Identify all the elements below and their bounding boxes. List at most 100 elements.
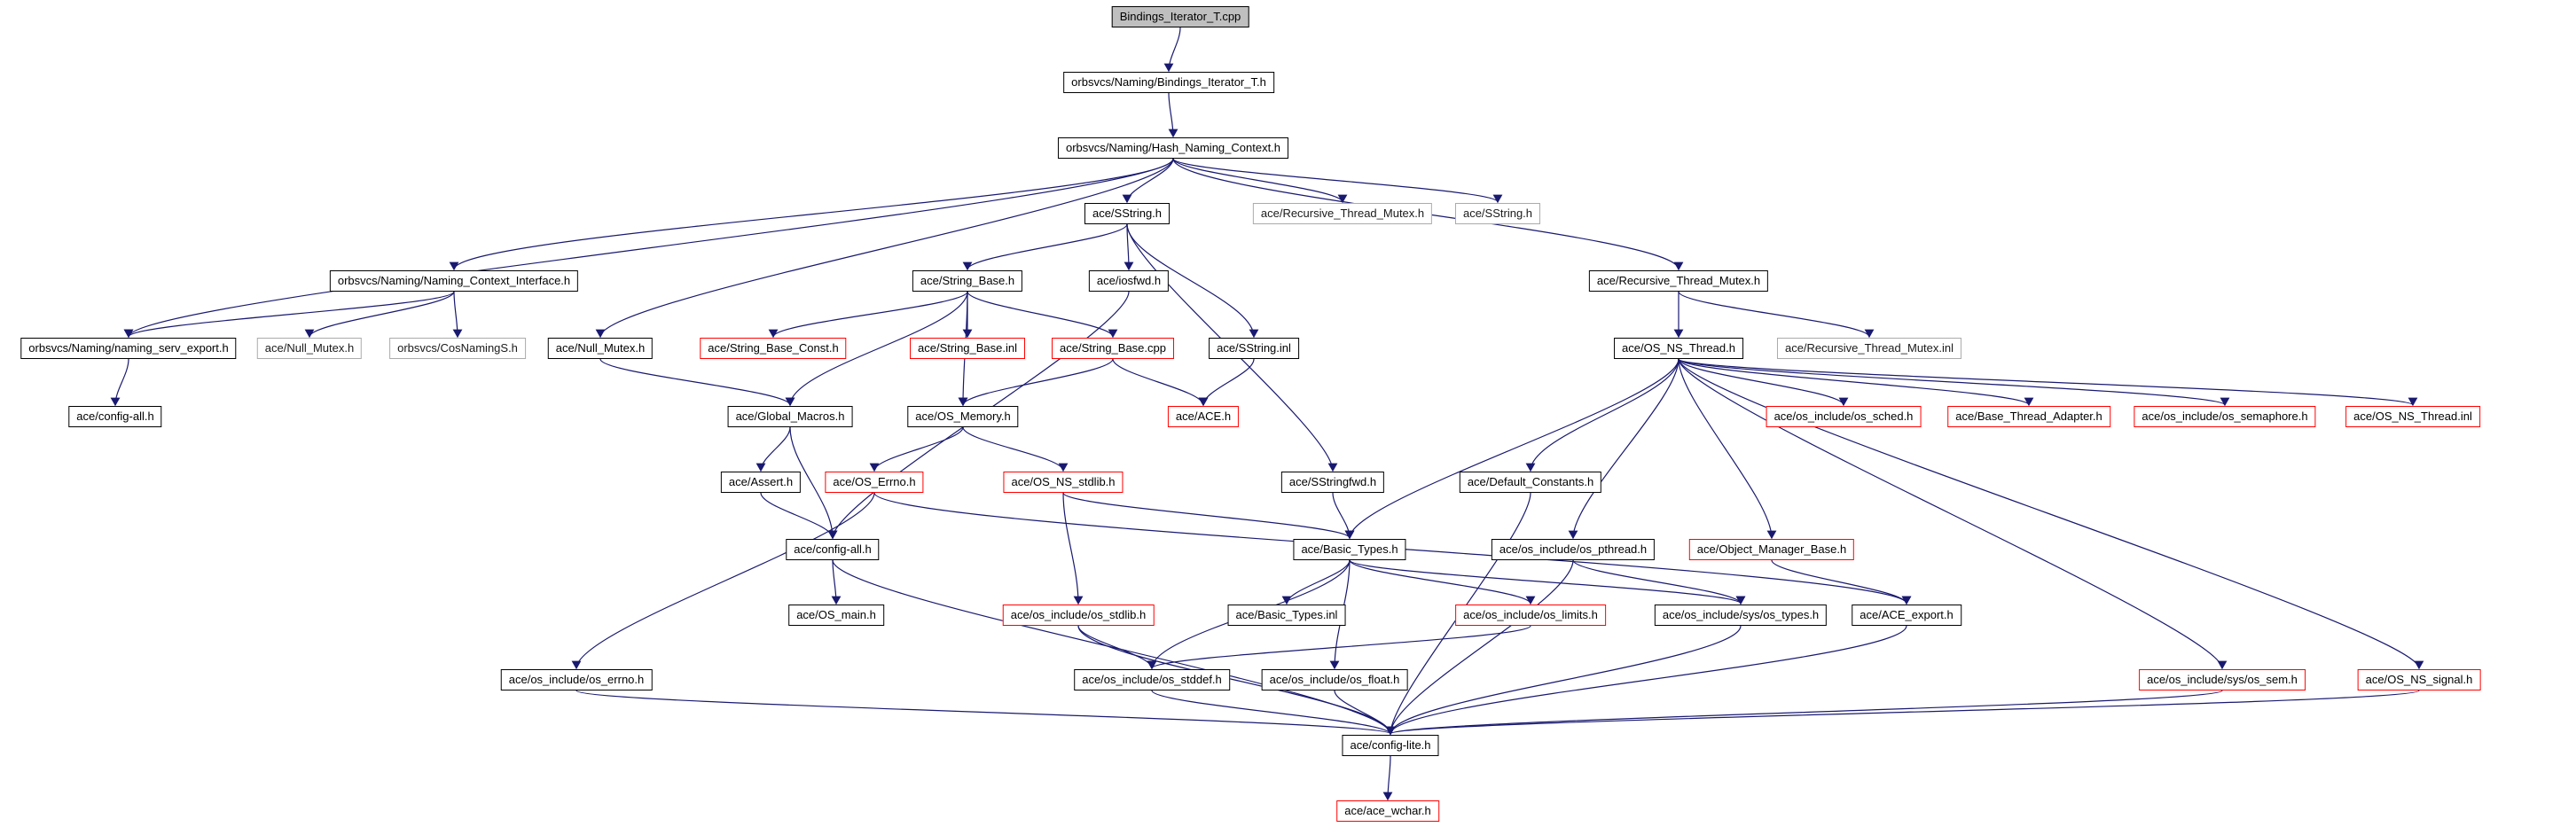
- graph-node-ace-os-main-h[interactable]: ace/OS_main.h: [788, 605, 884, 626]
- graph-node-ace-os-include-os-errno-h[interactable]: ace/os_include/os_errno.h: [500, 669, 653, 690]
- graph-node-ace-base-thread-adapter-h[interactable]: ace/Base_Thread_Adapter.h: [1947, 406, 2110, 427]
- edge-n48-n49: [1386, 690, 2420, 736]
- edge-n19-n26: [1678, 358, 2034, 407]
- edge-n19-n37: [1678, 358, 1777, 540]
- graph-node-orbsvcs-naming-bindings-iterator-t-h[interactable]: orbsvcs/Naming/Bindings_Iterator_T.h: [1063, 72, 1274, 93]
- edge-n03-n14: [595, 158, 1174, 339]
- edge-n49-n50: [1382, 755, 1393, 801]
- graph-node-ace-recursive-thread-mutex-h[interactable]: ace/Recursive_Thread_Mutex.h: [1252, 203, 1433, 224]
- edge-n23-n30: [869, 426, 964, 472]
- graph-node-ace-config-all-h[interactable]: ace/config-all.h: [786, 539, 880, 560]
- graph-node-ace-default-constants-h[interactable]: ace/Default_Constants.h: [1459, 472, 1602, 493]
- graph-node-orbsvcs-cosnamings-h[interactable]: orbsvcs/CosNamingS.h: [389, 338, 526, 359]
- graph-node-ace-iosfwd-h[interactable]: ace/iosfwd.h: [1088, 270, 1170, 292]
- graph-node-ace-assert-h[interactable]: ace/Assert.h: [720, 472, 802, 493]
- edge-n03-n06: [1172, 158, 1503, 204]
- edge-n18-n24: [1198, 358, 1255, 407]
- edge-n41-n45: [1147, 625, 1531, 670]
- edge-n30-n44: [571, 492, 875, 670]
- edge-n36-n49: [1385, 559, 1574, 736]
- edge-n47-n49: [1386, 690, 2223, 736]
- graph-node-ace-os-include-os-limits-h[interactable]: ace/os_include/os_limits.h: [1455, 605, 1606, 626]
- edge-n19-n33: [1525, 358, 1679, 472]
- graph-node-ace-config-all-h[interactable]: ace/config-all.h: [68, 406, 162, 427]
- graph-node-ace-os-include-os-stddef-h[interactable]: ace/os_include/os_stddef.h: [1074, 669, 1230, 690]
- graph-node-ace-os-include-os-pthread-h[interactable]: ace/os_include/os_pthread.h: [1491, 539, 1656, 560]
- graph-node-ace-object-manager-base-h[interactable]: ace/Object_Manager_Base.h: [1688, 539, 1855, 560]
- graph-node-ace-os-include-sys-os-types-h[interactable]: ace/os_include/sys/os_types.h: [1654, 605, 1828, 626]
- edge-n35-n42: [1349, 559, 1746, 605]
- graph-node-ace-string-base-inl[interactable]: ace/String_Base.inl: [909, 338, 1026, 359]
- edge-n19-n25: [1678, 358, 1849, 407]
- graph-node-ace-recursive-thread-mutex-h[interactable]: ace/Recursive_Thread_Mutex.h: [1588, 270, 1769, 292]
- graph-node-ace-ace-export-h[interactable]: ace/ACE_export.h: [1852, 605, 1961, 626]
- graph-node-ace-os-ns-stdlib-h[interactable]: ace/OS_NS_stdlib.h: [1003, 472, 1124, 493]
- graph-node-ace-null-mutex-h[interactable]: ace/Null_Mutex.h: [256, 338, 363, 359]
- edge-n08-n17: [967, 291, 1118, 339]
- graph-node-ace-global-macros-h[interactable]: ace/Global_Macros.h: [727, 406, 853, 427]
- graph-node-ace-recursive-thread-mutex-inl[interactable]: ace/Recursive_Thread_Mutex.inl: [1776, 338, 1962, 359]
- edge-n34-n38: [831, 559, 842, 605]
- graph-node-ace-string-base-const-h[interactable]: ace/String_Base_Const.h: [700, 338, 847, 359]
- edge-n02-n03: [1168, 92, 1178, 138]
- graph-node-ace-basic-types-inl[interactable]: ace/Basic_Types.inl: [1227, 605, 1346, 626]
- graph-node-ace-ace-wchar-h[interactable]: ace/ace_wchar.h: [1336, 800, 1439, 822]
- edge-n19-n47: [1678, 358, 2228, 670]
- graph-node-ace-string-base-h[interactable]: ace/String_Base.h: [912, 270, 1023, 292]
- edge-n22-n34: [789, 426, 838, 540]
- graph-node-orbsvcs-naming-hash-naming-context-h[interactable]: orbsvcs/Naming/Hash_Naming_Context.h: [1057, 137, 1289, 159]
- graph-node-ace-sstring-h[interactable]: ace/SString.h: [1084, 203, 1171, 224]
- edge-n31-n39: [1062, 492, 1084, 605]
- edge-n35-n40: [1281, 559, 1351, 605]
- edge-n19-n35: [1344, 358, 1679, 540]
- graph-node-ace-ace-h[interactable]: ace/ACE.h: [1167, 406, 1240, 427]
- graph-node-ace-os-include-os-sched-h[interactable]: ace/os_include/os_sched.h: [1766, 406, 1922, 427]
- graph-node-orbsvcs-naming-naming-context-interface-h[interactable]: orbsvcs/Naming/Naming_Context_Interface.…: [329, 270, 579, 292]
- edge-n22-n29: [756, 426, 791, 472]
- edge-n17-n23: [958, 358, 1114, 407]
- edge-n07-n12: [304, 291, 455, 339]
- graph-node-ace-os-ns-thread-h[interactable]: ace/OS_NS_Thread.h: [1614, 338, 1743, 359]
- edge-n44-n49: [575, 690, 1395, 736]
- graph-node-ace-os-include-os-semaphore-h[interactable]: ace/os_include/os_semaphore.h: [2134, 406, 2316, 427]
- graph-node-ace-os-ns-signal-h[interactable]: ace/OS_NS_signal.h: [2357, 669, 2481, 690]
- graph-node-ace-sstring-inl[interactable]: ace/SString.inl: [1209, 338, 1299, 359]
- edge-n36-n42: [1572, 559, 1746, 605]
- graph-node-ace-os-ns-thread-inl[interactable]: ace/OS_NS_Thread.inl: [2345, 406, 2480, 427]
- edge-n03-n04: [1122, 158, 1174, 204]
- graph-node-ace-sstringfwd-h[interactable]: ace/SStringfwd.h: [1280, 472, 1385, 493]
- edge-n31-n35: [1062, 492, 1355, 540]
- edge-n45-n49: [1151, 690, 1396, 736]
- edge-n14-n22: [599, 358, 795, 407]
- edge-n07-n13: [452, 291, 463, 339]
- edge-n11-n21: [110, 358, 129, 407]
- edge-n19-n48: [1678, 358, 2424, 670]
- edge-n08-n15: [768, 291, 968, 339]
- graph-node-orbsvcs-naming-naming-serv-export-h[interactable]: orbsvcs/Naming/naming_serv_export.h: [20, 338, 237, 359]
- edge-n03-n05: [1172, 158, 1348, 204]
- edge-n07-n11: [123, 291, 455, 339]
- edge-n23-n31: [962, 426, 1069, 472]
- graph-node-ace-os-errno-h[interactable]: ace/OS_Errno.h: [825, 472, 924, 493]
- edge-n19-n27: [1678, 358, 2230, 407]
- edge-n37-n43: [1771, 559, 1912, 605]
- graph-node-ace-os-memory-h[interactable]: ace/OS_Memory.h: [907, 406, 1019, 427]
- graph-node-ace-string-base-cpp[interactable]: ace/String_Base.cpp: [1052, 338, 1174, 359]
- graph-node-ace-basic-types-h[interactable]: ace/Basic_Types.h: [1293, 539, 1406, 560]
- graph-node-ace-null-mutex-h[interactable]: ace/Null_Mutex.h: [547, 338, 654, 359]
- graph-node-ace-os-include-sys-os-sem-h[interactable]: ace/os_include/sys/os_sem.h: [2139, 669, 2306, 690]
- graph-node-ace-os-include-os-stdlib-h[interactable]: ace/os_include/os_stdlib.h: [1002, 605, 1155, 626]
- edge-n03-n07: [449, 158, 1174, 271]
- graph-node-ace-sstring-h[interactable]: ace/SString.h: [1454, 203, 1541, 224]
- edge-n08-n22: [785, 291, 968, 407]
- edge-n42-n49: [1385, 625, 1742, 736]
- graph-node-ace-config-lite-h[interactable]: ace/config-lite.h: [1342, 735, 1439, 756]
- graph-node-ace-os-include-os-float-h[interactable]: ace/os_include/os_float.h: [1261, 669, 1408, 690]
- edge-n01-n02: [1163, 27, 1181, 73]
- edge-n04-n08: [962, 223, 1128, 271]
- edge-n19-n36: [1568, 358, 1679, 540]
- graph-node-bindings-iterator-t-cpp[interactable]: Bindings_Iterator_T.cpp: [1111, 6, 1249, 27]
- edge-n19-n28: [1678, 358, 2417, 407]
